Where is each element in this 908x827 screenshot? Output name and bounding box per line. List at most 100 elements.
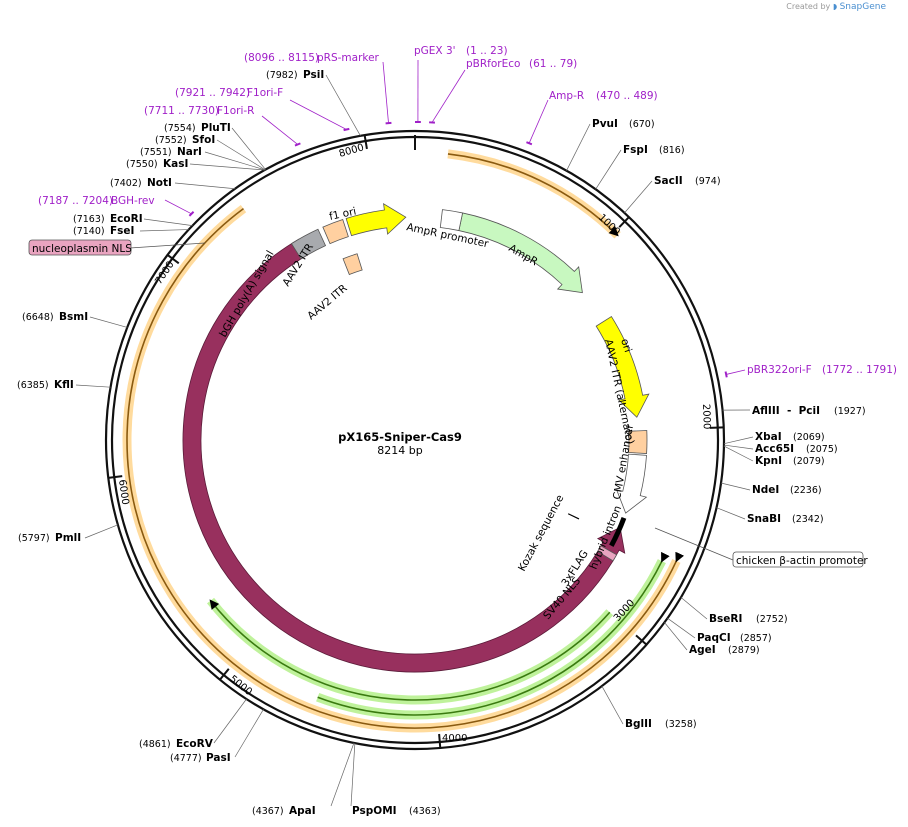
tick-4000: 4000 bbox=[442, 733, 467, 744]
tick-mark-4000 bbox=[438, 733, 442, 749]
snapgene-credit: Created by ◗ SnapGene bbox=[786, 2, 886, 12]
plasmid-name: pX165-Sniper-Cas9 bbox=[338, 430, 462, 444]
primer-pgex3: pGEX 3' bbox=[414, 45, 456, 57]
enzyme-beseri-pos: (2752) bbox=[756, 614, 788, 625]
primer-prs-marker: pRS-marker bbox=[317, 52, 380, 64]
enzyme-pluti: PluTI bbox=[201, 122, 231, 134]
ampr-promoter-box bbox=[439, 209, 464, 232]
primer-bgh-rev-range: (7187 .. 7204) bbox=[38, 195, 113, 207]
enzyme-sfoi: SfoI bbox=[192, 134, 215, 146]
enzyme-paqci-pos: (2857) bbox=[740, 633, 772, 644]
label-kozak: Kozak sequence bbox=[516, 493, 566, 573]
enzyme-apai: ApaI bbox=[289, 805, 316, 817]
primer-leader-pbr322ori bbox=[726, 369, 746, 375]
f1-ori-arc bbox=[345, 203, 407, 237]
leader-kasi bbox=[189, 163, 265, 171]
enzyme-sfoi-pos: (7552) bbox=[155, 135, 187, 146]
tick-2000: 2000 bbox=[700, 404, 712, 430]
primer-leader-bgh-rev bbox=[164, 199, 192, 215]
primer-mark-bgh-rev bbox=[188, 211, 195, 217]
enzyme-sacii-pos: (974) bbox=[695, 176, 721, 187]
enzyme-pmli-pos: (5797) bbox=[18, 533, 50, 544]
enzyme-bsmi: BsmI bbox=[59, 311, 88, 323]
enzyme-ecorv: EcoRV bbox=[176, 738, 214, 750]
enzyme-beseri: BseRI bbox=[709, 613, 742, 625]
primer-ampr: Amp-R bbox=[549, 90, 584, 102]
enzyme-fsei: FseI bbox=[110, 225, 134, 237]
enzyme-labels: PvuI (670) FspI (816) SacII (974) AflIII… bbox=[17, 69, 866, 817]
primer-f1ori-r: F1ori-R bbox=[217, 105, 254, 117]
leader-pspomi bbox=[350, 743, 356, 807]
enzyme-fspi: FspI bbox=[623, 144, 648, 156]
enzyme-kasi: KasI bbox=[163, 158, 188, 170]
credit-prefix: Created by bbox=[786, 2, 831, 11]
primer-f1ori-r-range: (7711 .. 7730) bbox=[144, 105, 219, 117]
enzyme-nari-pos: (7551) bbox=[140, 147, 172, 158]
enzyme-kpni: KpnI bbox=[755, 455, 782, 467]
enzyme-psii-pos: (7982) bbox=[266, 70, 298, 81]
enzyme-xbai-pos: (2069) bbox=[793, 432, 825, 443]
enzyme-kfli-pos: (6385) bbox=[17, 380, 49, 391]
enzyme-bglii-pos: (3258) bbox=[665, 719, 697, 730]
nucleoplasmin-callout: nucleoplasmin NLS bbox=[28, 239, 206, 256]
leader-kfli bbox=[75, 384, 111, 388]
leader-nari bbox=[204, 151, 266, 171]
tick-6000: 6000 bbox=[116, 479, 130, 506]
primer-leader-f1ori-f bbox=[289, 99, 347, 130]
primer-leader-prs-marker bbox=[382, 61, 389, 124]
cmv-enhancer-arc bbox=[615, 453, 648, 514]
tick-mark-5000 bbox=[219, 668, 230, 681]
enzyme-fsei-pos: (7140) bbox=[73, 226, 105, 237]
enzyme-ndei-pos: (2236) bbox=[790, 485, 822, 496]
enzyme-pluti-pos: (7554) bbox=[164, 123, 196, 134]
primer-pbr322ori-range: (1772 .. 1791) bbox=[822, 364, 897, 376]
enzyme-pvui: PvuI bbox=[592, 118, 618, 130]
backbone-outer bbox=[104, 129, 726, 751]
gold-arc-ampr-region bbox=[447, 153, 619, 237]
enzyme-bsmi-pos: (6648) bbox=[22, 312, 54, 323]
aav2-itr-box-2 bbox=[342, 253, 363, 276]
primer-leader-ampr bbox=[528, 99, 549, 144]
credit-brand: SnapGene bbox=[839, 2, 886, 12]
leader-pluti bbox=[231, 127, 266, 170]
chicken-promoter-callout: chicken β-actin promoter bbox=[654, 527, 868, 568]
green-arc-inner bbox=[209, 599, 611, 701]
primer-leader-pbrforeco bbox=[431, 69, 466, 123]
leader-fspi bbox=[595, 149, 622, 190]
tick-mark-2000 bbox=[709, 426, 724, 429]
enzyme-ndei: NdeI bbox=[752, 484, 779, 496]
green-arc-outer bbox=[317, 551, 670, 716]
enzyme-afliii-pos: (1927) bbox=[834, 406, 866, 417]
enzyme-kasi-pos: (7550) bbox=[126, 159, 158, 170]
gold-arc-main bbox=[126, 208, 685, 729]
leader-sacii bbox=[624, 180, 653, 214]
primer-prs-marker-range: (8096 .. 8115) bbox=[244, 52, 319, 64]
primer-markers bbox=[164, 59, 746, 378]
enzyme-nari: NarI bbox=[177, 146, 202, 158]
enzyme-xbai: XbaI bbox=[755, 431, 782, 443]
enzyme-ecorv-pos: (4861) bbox=[139, 739, 171, 750]
bgh-box bbox=[290, 228, 327, 260]
primer-pbrforeco-range: (61 .. 79) bbox=[529, 58, 577, 70]
primer-labels: pGEX 3' (1 .. 23) pBRforEco (61 .. 79) A… bbox=[38, 45, 897, 376]
primer-mark-ampr bbox=[526, 141, 533, 146]
primer-f1ori-f: F1ori-F bbox=[247, 87, 283, 99]
ori-arc bbox=[595, 316, 650, 418]
label-bgh: bGH poly(A) signal bbox=[217, 249, 276, 340]
label-nucleoplasmin: nucleoplasmin NLS bbox=[32, 243, 132, 255]
leader-sfoi bbox=[216, 139, 266, 171]
label-ori: ori bbox=[618, 337, 634, 354]
enzyme-noti-pos: (7402) bbox=[110, 178, 142, 189]
enzyme-snabi: SnaBI bbox=[747, 513, 781, 525]
enzyme-pspomi: PspOMI bbox=[352, 805, 397, 817]
enzyme-pmli: PmlI bbox=[55, 532, 81, 544]
enzyme-snabi-pos: (2342) bbox=[792, 514, 824, 525]
enzyme-agei-pos: (2879) bbox=[728, 645, 760, 656]
leader-pasi bbox=[234, 709, 264, 758]
label-f1-ori: f1 ori bbox=[328, 206, 357, 223]
leader-bseri bbox=[680, 597, 708, 620]
leader-ecori bbox=[143, 218, 193, 226]
leader-pmli bbox=[84, 524, 118, 539]
enzyme-sacii: SacII bbox=[654, 175, 683, 187]
